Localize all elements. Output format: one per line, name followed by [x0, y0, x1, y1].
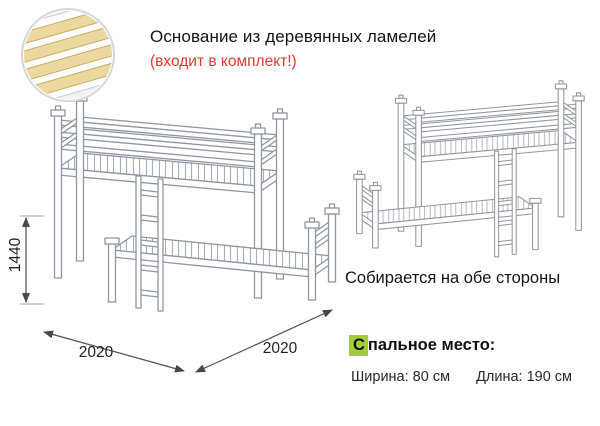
sleeping-width-value: Ширина: 80 см: [351, 369, 451, 385]
slats-inset-image: [21, 8, 115, 102]
headline-slats-base: Основание из деревянных ламелей: [150, 27, 437, 46]
sleeping-length-value: Длина: 190 см: [476, 369, 573, 385]
green-highlight: С: [349, 335, 368, 356]
sleeping-area-specs: Ширина: 80 см Длина: 190 см: [351, 369, 572, 385]
dimension-label-width-left: 2020: [78, 344, 114, 361]
dimension-label-width-right: 2020: [262, 340, 298, 357]
bed-drawing-right: [353, 80, 585, 258]
dimension-label-height: 1440: [7, 237, 24, 273]
sleeping-area-title-rest: пальное место:: [367, 336, 496, 354]
headline-included-note: (входит в комплект!): [150, 53, 297, 70]
both-sides-caption: Собирается на обе стороны: [345, 269, 561, 287]
ladder: [135, 175, 164, 312]
bed-drawing-left: [50, 90, 340, 312]
dimension-lines: [20, 215, 333, 373]
